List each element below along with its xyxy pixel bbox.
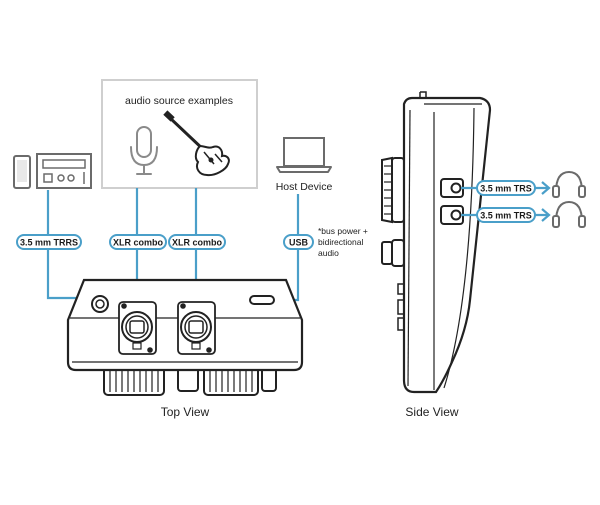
trs-label-2: 3.5 mm TRS [476, 207, 536, 223]
svg-text:3.5 mm TRRS: 3.5 mm TRRS [20, 238, 78, 248]
headphones-icon [552, 200, 586, 228]
audio-source-box: audio source examples [101, 79, 258, 189]
svg-text:bidirectional: bidirectional [318, 237, 363, 247]
side-view-device [381, 91, 492, 394]
svg-text:USB: USB [289, 238, 309, 248]
trrs-label: 3.5 mm TRRS [16, 234, 82, 250]
xlr-combo-jack-1 [118, 301, 157, 355]
top-view-device [66, 278, 304, 396]
usb-note: *bus power + bidirectional audio [318, 226, 368, 258]
headphones-icon [552, 170, 586, 198]
top-view-label: Top View [161, 405, 210, 419]
side-view-label: Side View [405, 405, 458, 419]
audio-source-title: audio source examples [125, 95, 233, 107]
guitar-icon [163, 110, 230, 177]
svg-text:XLR combo: XLR combo [113, 238, 164, 248]
phone-icon [13, 155, 31, 189]
svg-text:*bus power +: *bus power + [318, 226, 368, 236]
xlr2-label: XLR combo [168, 234, 226, 250]
laptop-icon [276, 137, 332, 173]
usb-label: USB [283, 234, 314, 250]
radio-icon [36, 153, 92, 189]
microphone-icon [130, 126, 158, 175]
xlr-combo-jack-2 [177, 301, 216, 355]
trrs-line [46, 190, 88, 300]
svg-text:audio: audio [318, 248, 339, 258]
trs-label-1: 3.5 mm TRS [476, 180, 536, 196]
svg-text:XLR combo: XLR combo [172, 238, 223, 248]
svg-text:3.5 mm TRS: 3.5 mm TRS [480, 211, 532, 221]
svg-text:3.5 mm TRS: 3.5 mm TRS [480, 184, 532, 194]
host-device-label: Host Device [276, 181, 333, 193]
xlr1-label: XLR combo [109, 234, 167, 250]
